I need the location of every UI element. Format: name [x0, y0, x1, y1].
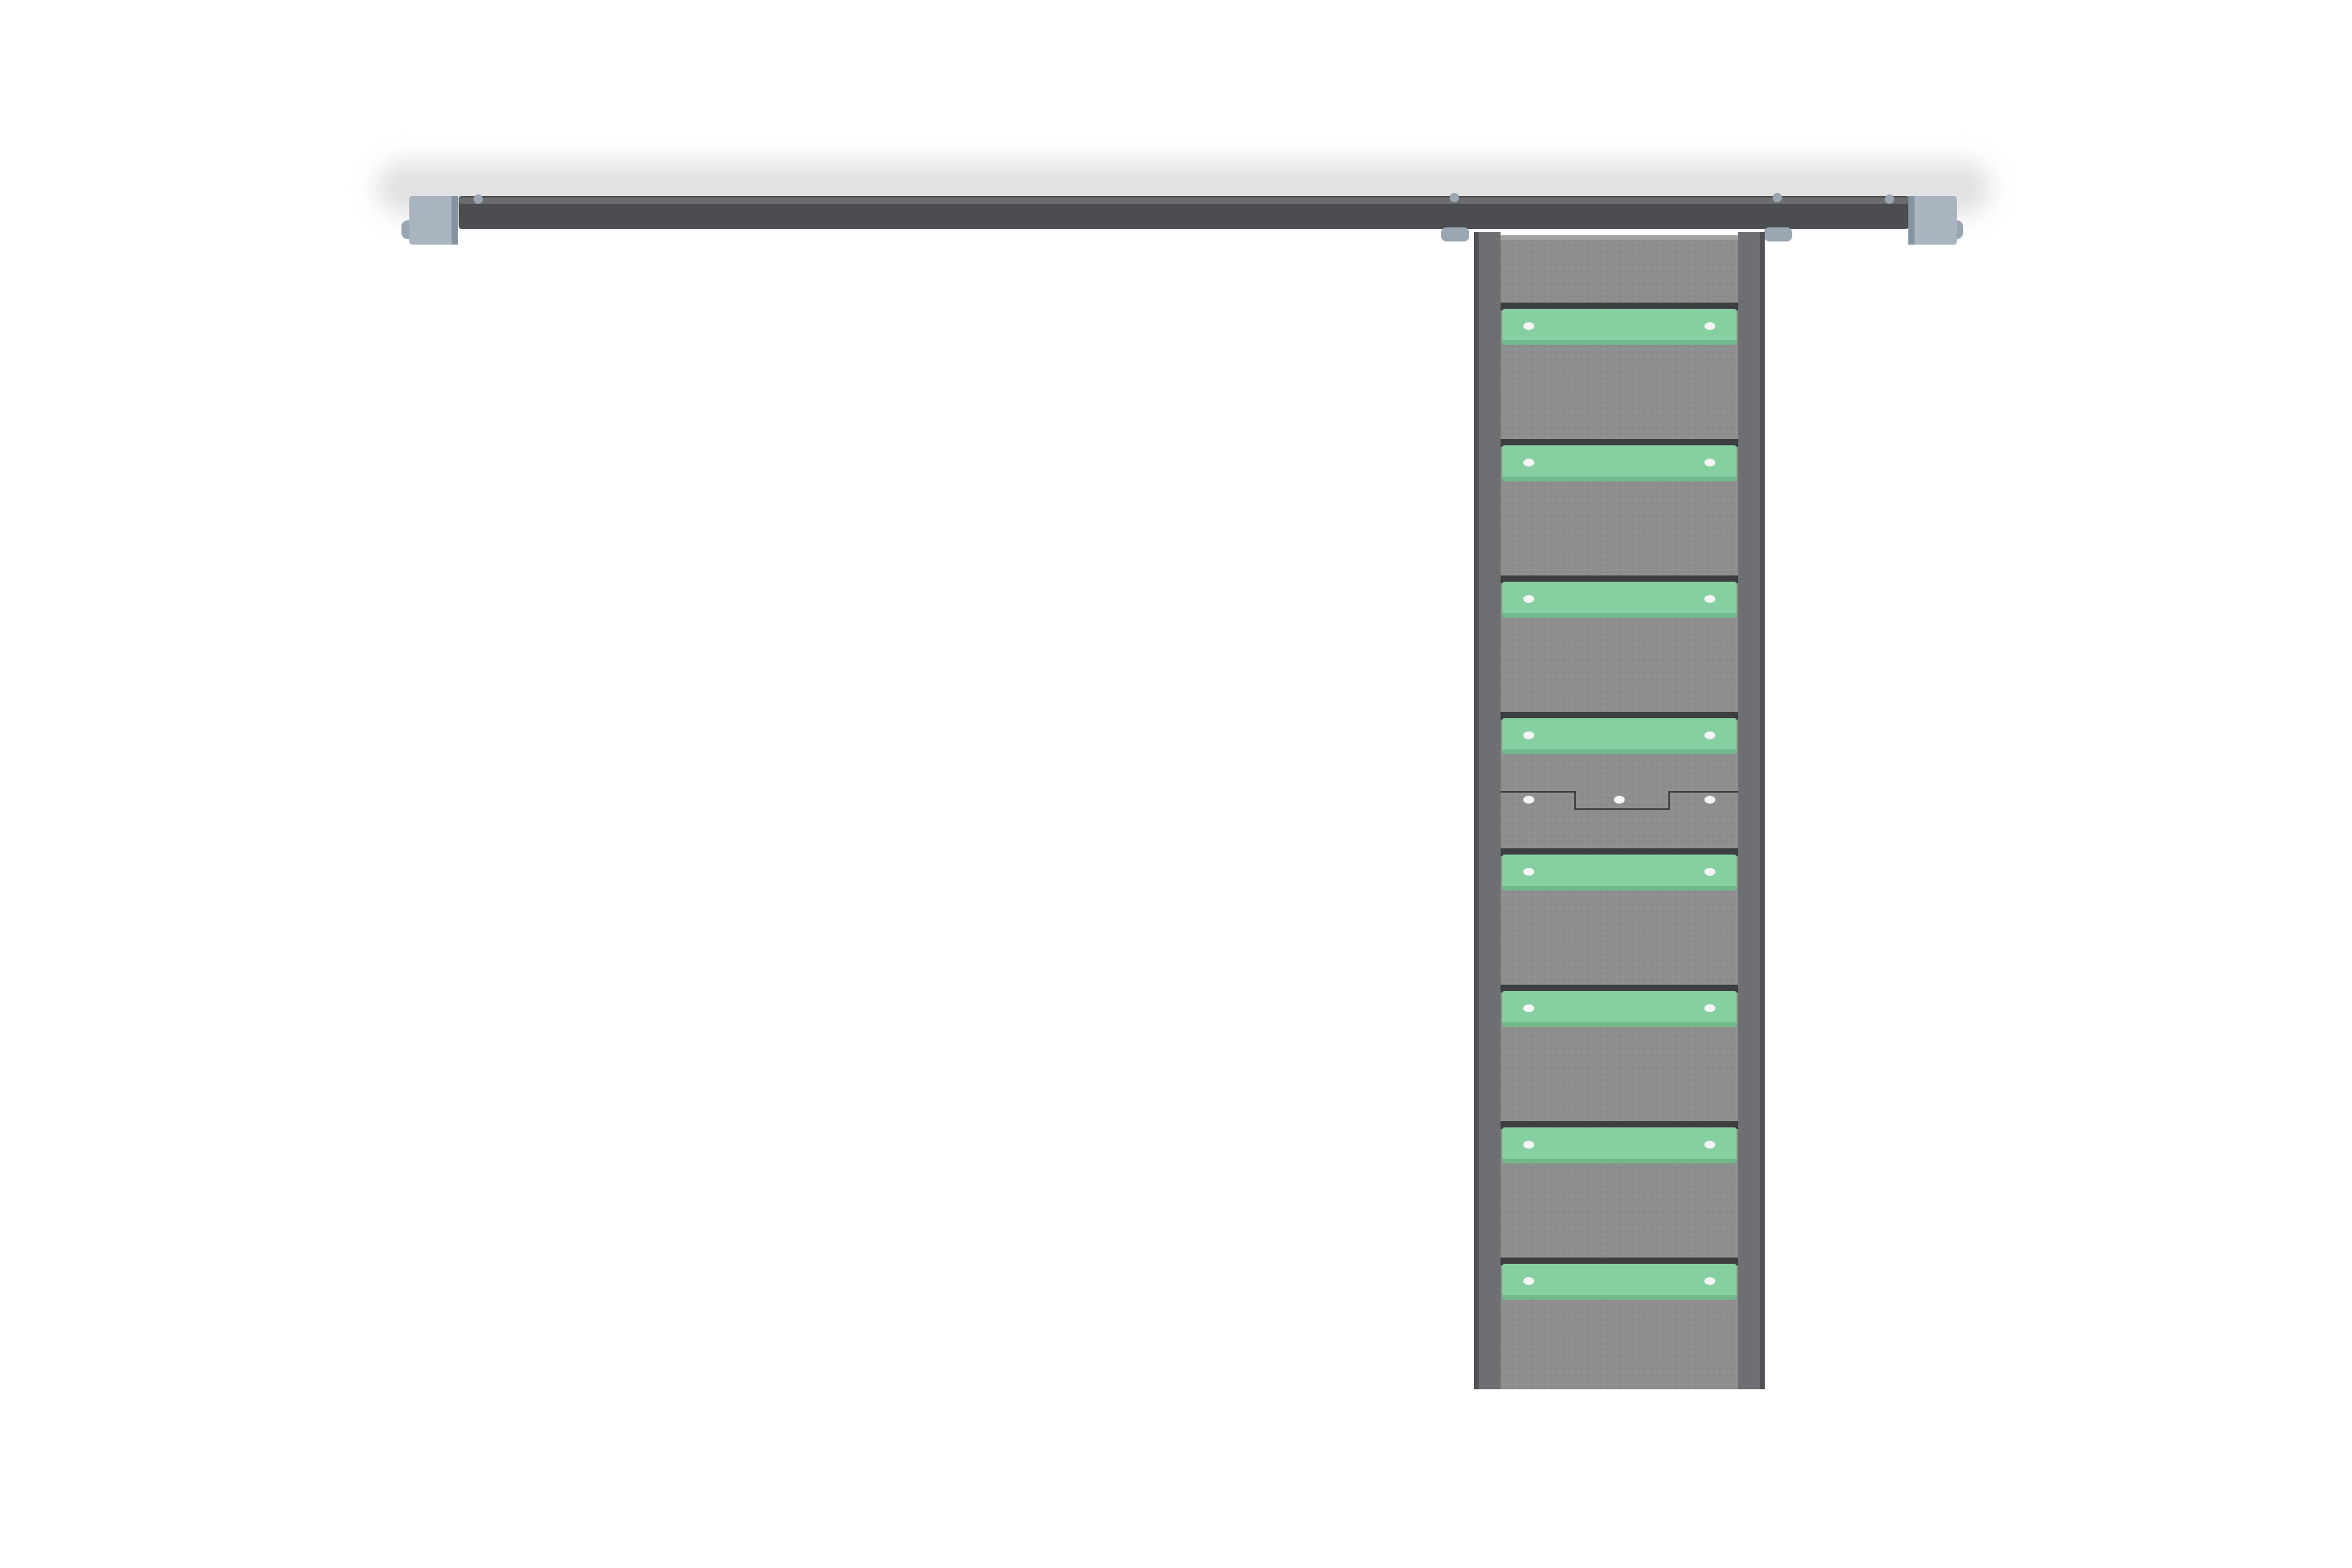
rung-bottom-edge	[1502, 477, 1737, 481]
rail-knob	[1773, 193, 1782, 202]
bolt	[1704, 459, 1715, 466]
right-end-clamp	[1908, 196, 1963, 245]
left-end-cap	[409, 196, 456, 245]
bolt	[1523, 1141, 1534, 1149]
rung-shadow	[1501, 985, 1738, 993]
ladder-side-rail-left-edge	[1474, 232, 1479, 1389]
bolt	[1523, 868, 1534, 876]
joint-bolt	[1523, 796, 1534, 804]
rung	[1502, 445, 1737, 481]
bolt	[1704, 1277, 1715, 1285]
right-end-cap	[1910, 196, 1957, 245]
rung-bottom-edge	[1502, 340, 1737, 345]
ladder-panel-texture	[1501, 235, 1738, 1389]
rung-shadow	[1501, 575, 1738, 583]
rung-shadow	[1501, 303, 1738, 310]
rung	[1502, 718, 1737, 754]
rung-shadow	[1501, 712, 1738, 720]
rung-shadow	[1501, 1121, 1738, 1129]
rung-bottom-edge	[1502, 750, 1737, 754]
rung-bottom-edge	[1502, 1159, 1737, 1163]
left-end-clamp	[401, 196, 458, 245]
bolt	[1523, 322, 1534, 330]
top-rail	[401, 193, 1963, 245]
rail-bar-highlight	[459, 198, 1909, 204]
left-end-cap-edge	[452, 196, 458, 245]
rail-bar	[459, 196, 1909, 229]
rung-bottom-edge	[1502, 613, 1737, 618]
rung-bottom-edge	[1502, 1022, 1737, 1027]
right-end-cap-edge	[1908, 196, 1915, 245]
rail-knob	[1885, 194, 1894, 204]
ladder-panel-top-edge	[1501, 235, 1738, 240]
joint-bolt	[1704, 796, 1715, 804]
ladder	[1474, 232, 1765, 1389]
rung-shadow	[1501, 439, 1738, 447]
rail-knob	[474, 194, 483, 204]
bolt	[1523, 1004, 1534, 1012]
bolt	[1704, 731, 1715, 739]
bolt	[1704, 868, 1715, 876]
bolt	[1523, 731, 1534, 739]
rung	[1502, 991, 1737, 1027]
bolt	[1704, 322, 1715, 330]
joint-plate-outline	[1501, 791, 1738, 810]
rung-shadow	[1501, 848, 1738, 856]
joint-bolt	[1613, 796, 1625, 804]
rung-shadow	[1501, 1258, 1738, 1265]
bolt	[1704, 595, 1715, 603]
ladder-side-rail-right-edge	[1760, 232, 1765, 1389]
hook-bracket-right	[1764, 227, 1792, 241]
bolt	[1523, 595, 1534, 603]
bolt	[1523, 459, 1534, 466]
bolt	[1704, 1141, 1715, 1149]
rung	[1502, 1264, 1737, 1300]
rung	[1502, 1127, 1737, 1163]
rung	[1502, 855, 1737, 891]
bolt	[1523, 1277, 1534, 1285]
hook-bracket-left	[1441, 227, 1469, 241]
rung	[1502, 309, 1737, 345]
rung	[1502, 582, 1737, 618]
rail-knob	[1450, 193, 1459, 202]
rung-bottom-edge	[1502, 886, 1737, 891]
rung-bottom-edge	[1502, 1295, 1737, 1300]
bolt	[1704, 1004, 1715, 1012]
